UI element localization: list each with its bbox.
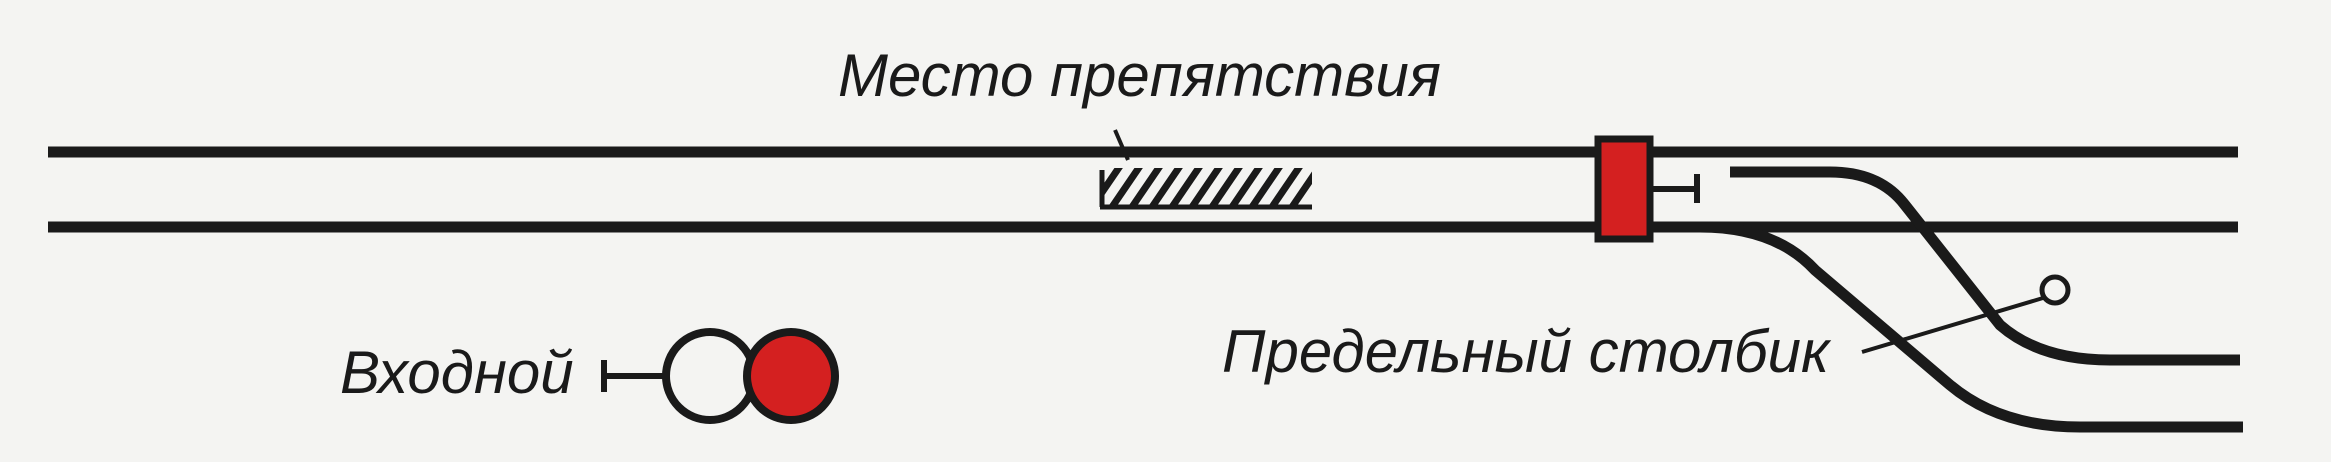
clearance-post-marker: [2039, 274, 2071, 306]
obstacle-place-label: Место препятствия: [838, 42, 1441, 109]
lower-branch-track: [1699, 221, 2243, 433]
obstacle-leader-line: [1113, 129, 1130, 161]
clearance-post-leader-line: [1861, 296, 2044, 354]
obstacle-hatched-area: [1100, 168, 1312, 208]
entry-signal-label: Входной: [340, 339, 574, 406]
upper-branch-track: [1730, 166, 2240, 366]
barrier-signal-red-block: [1594, 135, 1654, 243]
clearance-post-label: Предельный столбик: [1222, 318, 1832, 385]
entry-signal-white-lamp: [662, 328, 758, 424]
entry-signal-red-lamp: [743, 328, 839, 424]
